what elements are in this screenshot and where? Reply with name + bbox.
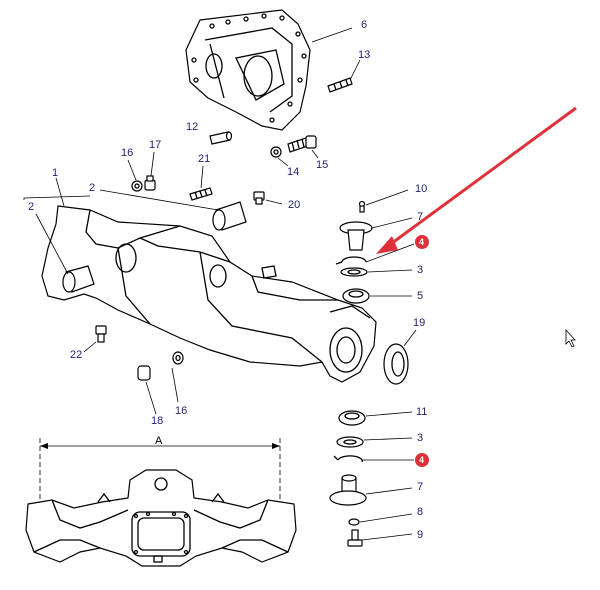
dimension-line <box>39 438 281 500</box>
callout-8: 8 <box>417 506 423 518</box>
dimension-label-a: A <box>155 435 163 447</box>
callout-9: 9 <box>417 529 423 541</box>
callout-15: 15 <box>316 159 328 171</box>
callout-3-upper: 3 <box>417 264 423 276</box>
callout-14: 14 <box>287 166 299 178</box>
svg-text:4: 4 <box>419 237 424 247</box>
grease-nipple <box>358 200 366 213</box>
stud-bolt <box>327 77 353 93</box>
plug-lower <box>137 365 151 381</box>
callout-7-lower: 7 <box>417 481 423 493</box>
lock-washer <box>348 518 360 526</box>
callout-1: 1 <box>52 167 58 179</box>
plug-top <box>144 175 156 191</box>
bearing-upper <box>342 288 370 304</box>
highlight-badge-upper: 4 <box>415 235 429 249</box>
axle-stud <box>189 187 213 201</box>
seal-lower <box>336 436 364 448</box>
sealing-washer-top <box>131 180 143 192</box>
king-pin-lower <box>329 474 367 506</box>
red-pointer-arrow <box>376 106 577 254</box>
callout-21: 21 <box>198 153 210 165</box>
callout-11: 11 <box>416 406 427 418</box>
washer <box>270 146 282 158</box>
bushing-upper <box>212 201 247 231</box>
callout-13: 13 <box>358 49 370 61</box>
sealing-washer-lower <box>172 351 184 365</box>
bushing-lower <box>62 265 95 293</box>
king-pin-upper <box>339 221 373 251</box>
breather <box>253 191 265 205</box>
axle-beam <box>41 205 377 383</box>
mouse-cursor-icon <box>565 328 576 348</box>
callout-10: 10 <box>415 183 427 195</box>
dowel-pin <box>209 131 233 145</box>
circlip-upper <box>335 256 367 265</box>
callout-19: 19 <box>413 317 425 329</box>
callout-2-upper: 2 <box>89 182 95 194</box>
oil-seal-ring <box>383 343 409 385</box>
svg-text:4: 4 <box>419 455 424 465</box>
drain-bolt <box>95 325 107 343</box>
callout-12: 12 <box>186 121 198 133</box>
callout-16-lower: 16 <box>175 405 187 417</box>
callout-20: 20 <box>288 199 300 211</box>
callout-2-lower: 2 <box>28 201 34 213</box>
callout-22: 22 <box>70 349 82 361</box>
king-pin-bolt <box>347 529 363 547</box>
callout-7-upper: 7 <box>417 211 423 223</box>
callout-6: 6 <box>361 19 367 31</box>
highlight-badge-lower: 4 <box>415 453 429 467</box>
callout-3-lower: 3 <box>417 432 423 444</box>
differential-housing <box>185 9 311 131</box>
axle-plan-view <box>25 469 297 567</box>
callout-5: 5 <box>417 290 423 302</box>
callout-17: 17 <box>149 139 161 151</box>
callout-18: 18 <box>151 415 163 427</box>
seal-upper <box>340 267 368 277</box>
circlip-lower <box>333 455 363 463</box>
callout-16-top: 16 <box>121 147 133 159</box>
bolt <box>287 135 317 153</box>
bearing-lower <box>338 410 366 426</box>
